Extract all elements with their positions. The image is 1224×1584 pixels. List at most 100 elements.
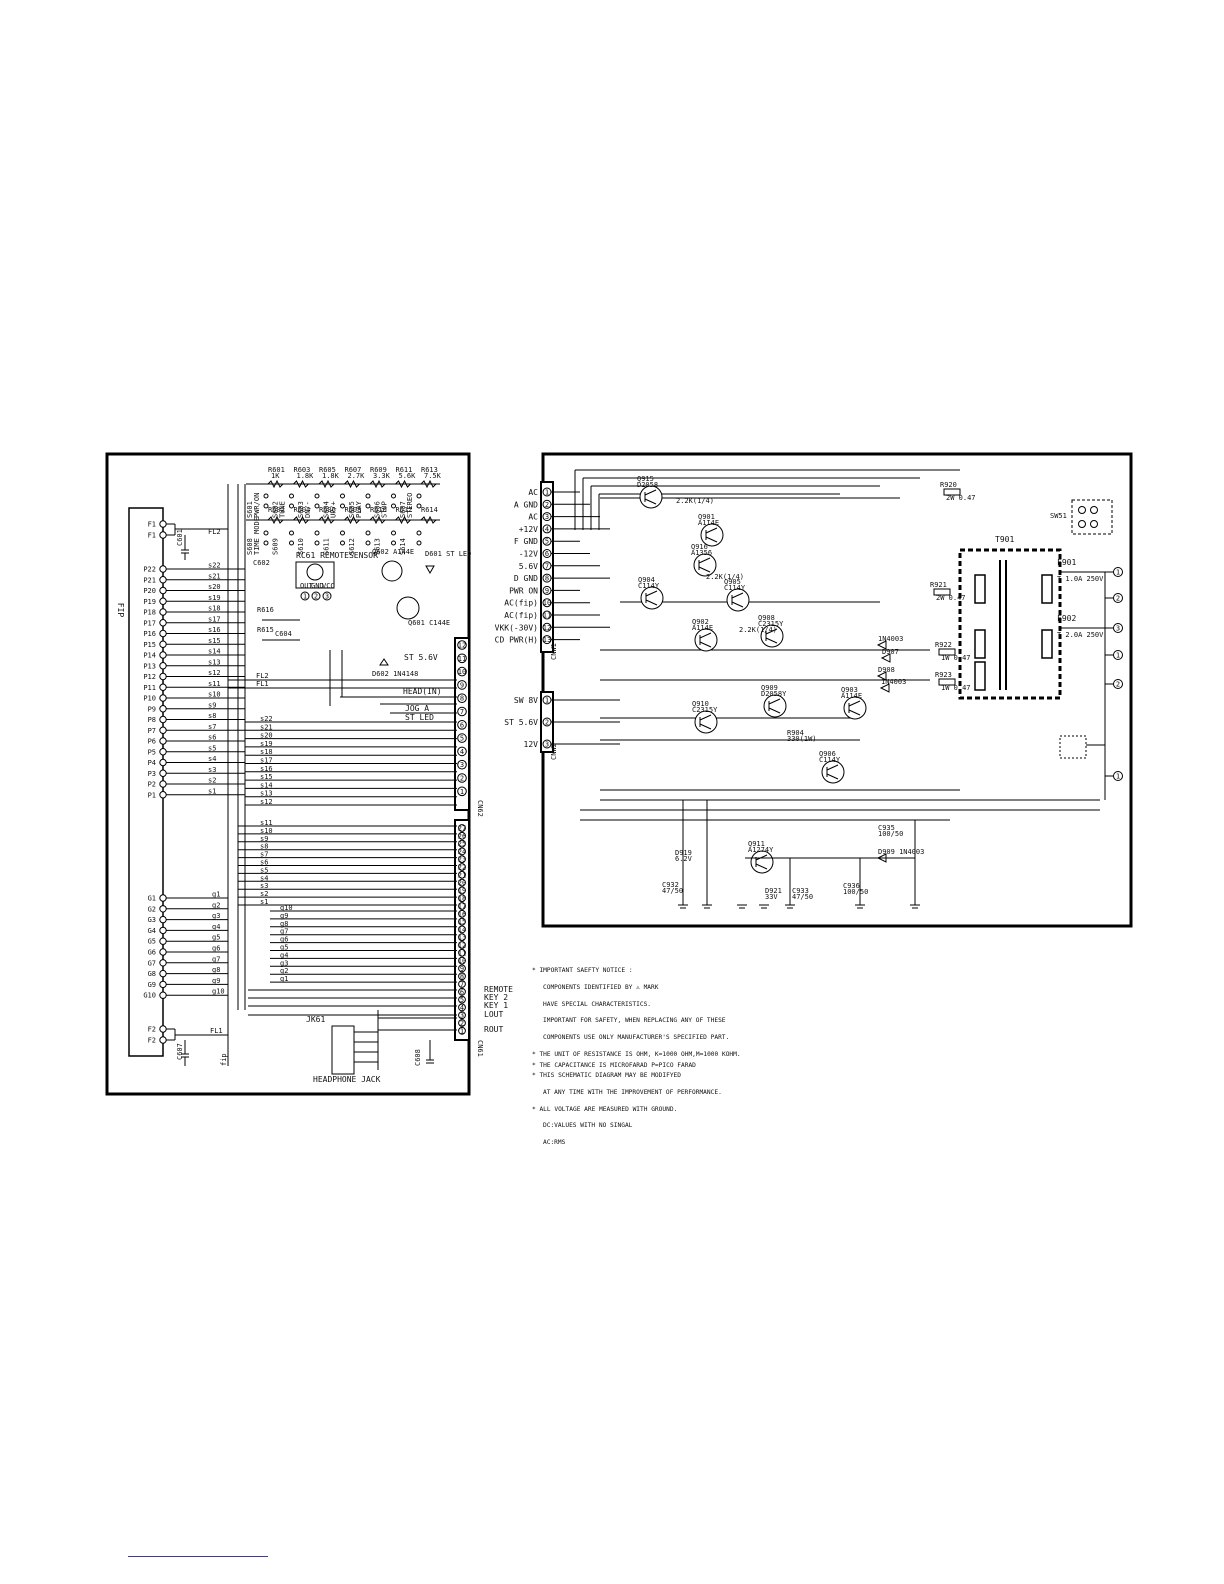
switch-label: S601 <box>246 501 254 518</box>
switch-contact <box>314 503 320 509</box>
power-resistor-label: R922 <box>935 641 952 649</box>
s-label: s19 <box>208 594 221 602</box>
pin-number: 2 <box>314 593 318 601</box>
resistor-value: 7.5K <box>424 472 442 480</box>
pin-number: 1 <box>545 489 549 497</box>
ic-pin <box>159 959 167 967</box>
s-label: s3 <box>208 766 216 774</box>
s-label: s9 <box>208 701 216 709</box>
cn61-signal-label: LOUT <box>484 1010 503 1019</box>
cn62-pin <box>457 693 467 704</box>
fip-bottom-label: fip <box>220 1053 228 1066</box>
s-right-label: s22 <box>260 715 273 723</box>
d602-label: D602 1N4148 <box>372 670 418 678</box>
sw51-label: SW51 <box>1050 512 1067 520</box>
component-label: 2.2K(1/4) <box>676 497 714 505</box>
cnw2-signal-label: SW 8V <box>514 696 538 705</box>
cn62-pin <box>457 746 467 757</box>
s-right-label: s5 <box>260 866 268 874</box>
fl2-run-label: FL2 <box>256 672 269 680</box>
note-line: * THIS SCHEMATIC DIAGRAM MAY BE MODIFYED <box>532 1072 682 1080</box>
r616-label: R616 <box>257 606 274 614</box>
transistor-symbol <box>763 694 787 718</box>
ic-pin <box>159 619 167 627</box>
ic-pin <box>159 565 167 573</box>
power-resistor-label: R923 <box>935 671 952 679</box>
resistor-label: R611 <box>396 466 413 474</box>
wire <box>826 773 839 780</box>
g-label: g4 <box>212 923 220 931</box>
wire <box>731 592 744 599</box>
pin-number: 4 <box>545 525 549 533</box>
switch-contact <box>289 493 294 499</box>
switch-contact <box>340 530 345 536</box>
resistor-symbol <box>293 515 309 525</box>
cn61-pin <box>458 831 466 840</box>
pin-number: 9 <box>545 587 549 595</box>
r615-label: R615 <box>257 626 274 634</box>
ic-pin <box>159 608 167 616</box>
ic-pin <box>159 597 167 605</box>
f902-rating: T 2.0A 250V <box>1057 631 1104 639</box>
pin-number: 19 <box>458 887 466 895</box>
s-right-label: s17 <box>260 757 273 765</box>
switch-contact <box>365 530 371 536</box>
cn61-pin <box>458 909 466 918</box>
f902-label: F902 <box>1057 614 1076 623</box>
diode-symbol <box>880 653 891 663</box>
ic-pin-label: P4 <box>148 759 156 767</box>
switch-label: S606 <box>374 501 382 518</box>
note-line: * ALL VOLTAGE ARE MEASURED WITH GROUND. <box>532 1105 678 1113</box>
cn62-pin <box>457 720 467 730</box>
switch-name: UP/+ <box>330 501 338 518</box>
pin-number: 12 <box>458 942 466 950</box>
cn61-pin <box>458 1026 466 1035</box>
pin-number: 14 <box>458 926 466 934</box>
fip-ic-body <box>128 507 164 1057</box>
ic-pin-label: P20 <box>143 587 156 595</box>
connector-label: A GND <box>514 500 538 509</box>
ac-terminal <box>1113 623 1123 633</box>
switch-contact <box>416 493 422 499</box>
connector-label: CD PWR(H) <box>495 636 538 645</box>
d601-led-icon <box>425 565 435 575</box>
ic-pin <box>159 705 167 713</box>
cn61-pin <box>458 839 466 848</box>
transistor-symbol <box>694 628 718 652</box>
wire <box>698 566 711 573</box>
s-label: s22 <box>208 562 221 570</box>
pin-number: 6 <box>460 988 464 996</box>
pin-number: 2 <box>1116 595 1120 603</box>
cnw2-label: CNW2 <box>550 743 558 760</box>
s-label: s18 <box>208 605 221 613</box>
transistor-part: A1274Y <box>748 846 774 854</box>
s-right-label: s2 <box>260 890 268 898</box>
s-label: s20 <box>208 583 221 591</box>
wire <box>765 628 778 635</box>
switch-contact <box>365 493 371 499</box>
connector-label: -12V <box>519 550 538 559</box>
transistor-label: Q910 <box>692 700 709 708</box>
ic-pin-label: P5 <box>148 748 156 756</box>
switch-name: DN/- <box>304 501 312 518</box>
wire <box>699 723 712 730</box>
ic-pin-label: G3 <box>148 916 156 924</box>
resistor-label: R602 <box>268 506 285 514</box>
transistor-label: Q906 <box>819 750 836 758</box>
pin-number: 20 <box>458 879 466 887</box>
note-line: HAVE SPECIAL CHARACTERISTICS. <box>543 1000 652 1008</box>
footer-rule <box>128 1556 268 1557</box>
power-resistor-value: 2W 0.47 <box>946 494 976 502</box>
cn61-pin <box>458 956 466 965</box>
pin-number: 11 <box>458 655 466 663</box>
pin-number: 2 <box>460 775 464 783</box>
ic-pin-label: P7 <box>148 727 156 735</box>
resistor-value: 1K <box>271 472 280 480</box>
note-line: * THE CAPACITANCE IS MICROFARAD P=PICO F… <box>532 1061 696 1069</box>
resistor-label: R601 <box>268 466 285 474</box>
wire <box>644 489 657 496</box>
s-label: s15 <box>208 637 221 645</box>
wire <box>848 700 861 707</box>
resistor-symbol <box>318 479 335 489</box>
transistor-symbol <box>726 588 750 612</box>
